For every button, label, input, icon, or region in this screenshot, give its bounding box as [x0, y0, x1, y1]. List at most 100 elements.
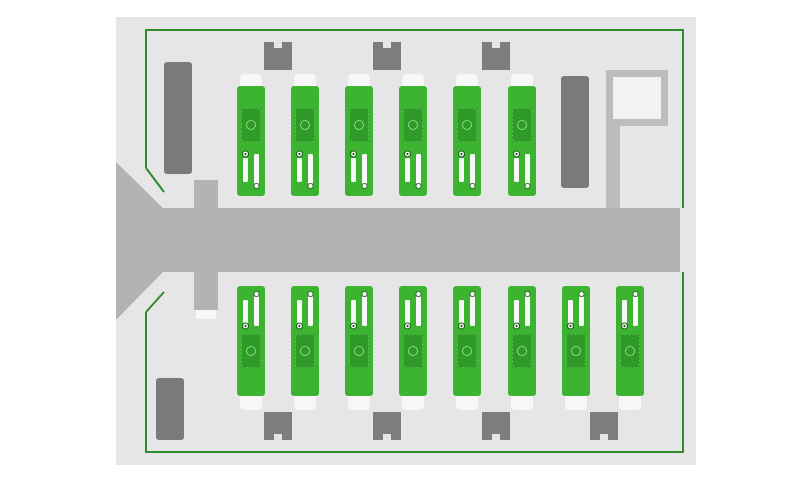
notched-pillar-bottom-4: [590, 412, 618, 440]
bed-tile-ring: [408, 120, 418, 130]
notched-pillar-top-1: [264, 42, 292, 70]
top-unit-1: [237, 74, 265, 196]
corridor-stub-bottom: [194, 270, 218, 310]
bed-rail-2: [254, 154, 259, 184]
control-knob-icon-2: [632, 290, 639, 297]
control-knob-dot: [460, 324, 463, 328]
bed-rail: [297, 300, 302, 324]
bed-rail-2: [525, 296, 530, 326]
boundary-line-bottom: [145, 272, 684, 453]
bed-tile: [457, 108, 477, 142]
control-knob-dot: [569, 324, 572, 328]
bed-rail: [405, 158, 410, 182]
bed-rail-2: [362, 296, 367, 326]
bed-tile-ring: [517, 120, 527, 130]
main-corridor: [116, 162, 680, 320]
bed-tile: [241, 108, 261, 142]
bed-rail: [622, 300, 627, 324]
top-bay-row: [237, 74, 536, 196]
bed-rail-2: [308, 296, 313, 326]
control-knob-dot: [298, 324, 301, 328]
bed-rail: [514, 158, 519, 182]
bed-tile-border: [349, 334, 369, 368]
bed-tile-border: [403, 334, 423, 368]
control-knob-icon-2: [361, 290, 368, 297]
bed-rail-2: [470, 296, 475, 326]
bottom-unit-2: [291, 286, 319, 410]
control-knob-icon-2: [253, 290, 260, 297]
bed-rail: [297, 158, 302, 182]
control-knob-icon-2: [469, 290, 476, 297]
bed-rail-2: [416, 296, 421, 326]
control-knob-dot: [515, 324, 518, 328]
control-knob-icon-2: [361, 182, 368, 189]
bed-tile-ring: [517, 346, 527, 356]
top-unit-4: [399, 74, 427, 196]
boundary-diagonal-bottom: [145, 291, 165, 313]
top-unit-6: [508, 74, 536, 196]
control-knob-icon-2: [415, 182, 422, 189]
bed-tile: [566, 334, 586, 368]
bed-tile: [349, 334, 369, 368]
bed-tile-ring: [246, 120, 256, 130]
control-knob-dot: [352, 152, 355, 156]
control-knob-icon-2: [578, 290, 585, 297]
top-unit-2: [291, 74, 319, 196]
bed-tile: [403, 334, 423, 368]
control-knob-icon-2: [253, 182, 260, 189]
bed-tile-border: [566, 334, 586, 368]
bed-rail: [243, 158, 248, 182]
control-knob-icon-2: [469, 182, 476, 189]
bed-tile-border: [512, 108, 532, 142]
control-knob-dot: [244, 152, 247, 156]
bed-rail: [459, 300, 464, 324]
bed-rail: [351, 300, 356, 324]
control-knob-icon-2: [524, 182, 531, 189]
bed-tile-border: [241, 334, 261, 368]
bed-tile-border: [295, 108, 315, 142]
control-knob-dot: [515, 152, 518, 156]
corridor-stub-top: [194, 180, 218, 210]
bed-tile: [349, 108, 369, 142]
bed-rail: [243, 300, 248, 324]
bed-rail-2: [254, 296, 259, 326]
bed-tile: [512, 108, 532, 142]
side-panel-bottom-left: [156, 378, 184, 440]
bed-tile-border: [403, 108, 423, 142]
bed-rail: [514, 300, 519, 324]
bottom-unit-4: [399, 286, 427, 410]
corridor-white-marker: [196, 310, 216, 319]
bed-tile-border: [295, 334, 315, 368]
bed-tile-ring: [408, 346, 418, 356]
bed-tile-ring: [462, 120, 472, 130]
side-panel-top-right: [561, 76, 589, 188]
bed-rail: [405, 300, 410, 324]
boundary-diagonal-top: [145, 167, 165, 193]
bed-rail: [351, 158, 356, 182]
bottom-unit-6: [508, 286, 536, 410]
control-knob-icon-2: [415, 290, 422, 297]
bed-tile-border: [241, 108, 261, 142]
notched-pillar-bottom-2: [373, 412, 401, 440]
notched-pillar-top-3: [482, 42, 510, 70]
bed-tile-ring: [300, 120, 310, 130]
bed-rail-2: [362, 154, 367, 184]
bed-tile-border: [512, 334, 532, 368]
control-knob-dot: [244, 324, 247, 328]
bed-rail: [568, 300, 573, 324]
bed-tile-ring: [354, 120, 364, 130]
side-panel-top-left: [164, 62, 192, 174]
bed-tile-border: [620, 334, 640, 368]
bed-tile: [457, 334, 477, 368]
bottom-unit-5: [453, 286, 481, 410]
bed-tile-ring: [571, 346, 581, 356]
bed-rail-2: [579, 296, 584, 326]
control-knob-icon-2: [307, 182, 314, 189]
bed-tile: [512, 334, 532, 368]
bed-rail-2: [633, 296, 638, 326]
bed-tile: [403, 108, 423, 142]
control-knob-dot: [460, 152, 463, 156]
control-knob-dot: [623, 324, 626, 328]
notched-pillar-top-2: [373, 42, 401, 70]
bed-tile-border: [457, 108, 477, 142]
